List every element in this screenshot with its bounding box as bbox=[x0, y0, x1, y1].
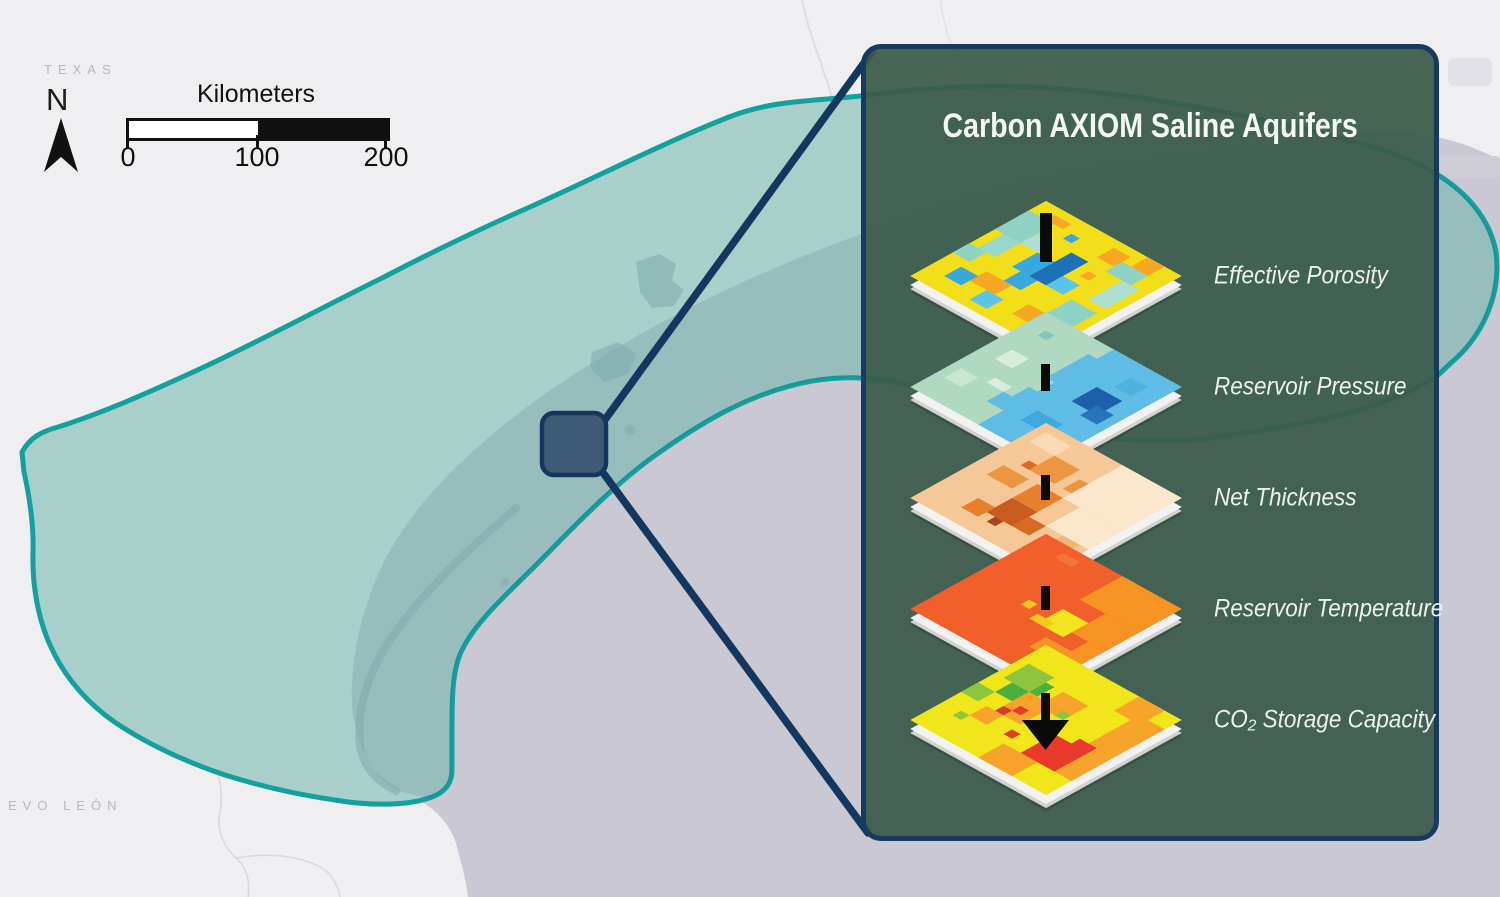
callout-line-top bbox=[600, 48, 876, 425]
layer-label-net-thickness: Net Thickness bbox=[1214, 483, 1357, 512]
inset-panel: Carbon AXIOM Saline Aquifers Effective P… bbox=[861, 44, 1443, 841]
scale-num-200: 200 bbox=[363, 142, 409, 172]
scale-num-100: 100 bbox=[234, 142, 280, 172]
state-label-texas: TEXAS bbox=[44, 62, 117, 77]
aquifer-layer-2 bbox=[910, 422, 1182, 590]
aquifer-layer-3 bbox=[910, 533, 1182, 701]
scale-tick-0 bbox=[126, 135, 129, 149]
callout-lines bbox=[600, 48, 876, 837]
scale-bar-bar bbox=[126, 118, 390, 141]
scale-bar-fill bbox=[258, 121, 387, 138]
layer-label-reservoir-pressure: Reservoir Pressure bbox=[1214, 372, 1407, 401]
scale-num-0: 0 bbox=[120, 142, 136, 172]
flow-arrow bbox=[1022, 213, 1069, 750]
layer-label-effective-porosity: Effective Porosity bbox=[1214, 261, 1388, 290]
urban-area bbox=[1440, 58, 1500, 178]
scale-tick-100 bbox=[256, 135, 259, 149]
aquifer-layer-4 bbox=[910, 644, 1182, 812]
scale-bar-title: Kilometers bbox=[196, 80, 316, 108]
study-site-marker[interactable] bbox=[539, 410, 609, 478]
layer-label-co2-storage-capacity: CO₂ Storage Capacity bbox=[1214, 705, 1436, 734]
layer-label-reservoir-temperature: Reservoir Temperature bbox=[1214, 594, 1444, 623]
scale-tick-200 bbox=[384, 135, 387, 149]
layer-stack bbox=[910, 200, 1182, 812]
north-label: N bbox=[46, 82, 69, 117]
callout-line-bottom bbox=[600, 470, 872, 837]
state-label-nuevo-leon: EVO LEÓN bbox=[8, 798, 123, 813]
north-arrow-icon bbox=[44, 118, 78, 172]
panel-title: Carbon AXIOM Saline Aquifers bbox=[942, 107, 1358, 145]
lagoon-strip bbox=[355, 504, 520, 795]
